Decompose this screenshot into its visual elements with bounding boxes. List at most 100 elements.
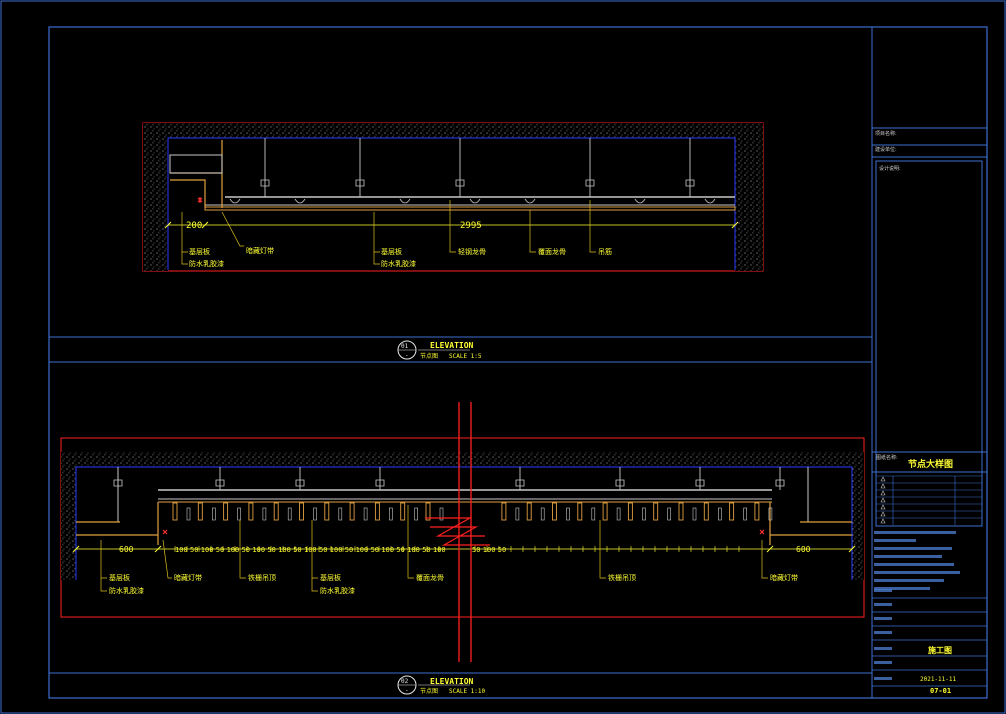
dim-repeat-value: 50 [216, 546, 224, 554]
grille-slat-back [338, 507, 343, 521]
grille-slat [754, 502, 760, 521]
revision-triangle-icon [880, 511, 886, 517]
cover-clip [399, 198, 411, 204]
titleblock-field-label [874, 631, 892, 634]
hangers-01 [229, 138, 716, 204]
note-text-bar [874, 579, 944, 582]
dim-left-600: 600 [119, 545, 134, 554]
grille-slat-back [515, 507, 520, 521]
grille-slat [627, 502, 633, 521]
view-sub-02: - [405, 687, 409, 694]
void-outline-01 [167, 137, 736, 270]
grille-slat [425, 502, 431, 521]
label-base-board-mid-02: 基层板 [320, 573, 341, 582]
label-base-board-mid-01: 基层板 [381, 247, 402, 256]
revision-triangle-icon [880, 518, 886, 524]
grille-slat [197, 502, 203, 521]
hanger-clip [775, 479, 785, 487]
label-base-board-02: 基层板 [109, 573, 130, 582]
titleblock-field-label [874, 661, 892, 664]
cover-clip [229, 198, 241, 204]
hanger-clip [215, 479, 225, 487]
revision-table [876, 475, 982, 525]
note-text-bar [874, 531, 956, 534]
break-symbol [425, 517, 490, 546]
titleblock-field-label [874, 647, 892, 650]
titleblock-field-label [874, 603, 892, 606]
view-title-02: 02 - ELEVATION 节点图 SCALE 1:10 [48, 672, 873, 699]
note-text-bar [874, 539, 916, 542]
elevation-01: 200 2995 基层板 防水乳胶漆 暗藏灯带 基层板 防水乳胶漆 轻钢龙骨 覆… [142, 122, 764, 272]
dim-repeat-value: 50 [190, 546, 198, 554]
label-grille-left-02: 铁栅吊顶 [248, 573, 276, 582]
cover-clip [469, 198, 481, 204]
view-number-02: 02 [401, 678, 409, 685]
hanger-clip [455, 179, 465, 187]
titleblock-field-label [874, 589, 892, 592]
wall-left-01 [143, 123, 168, 271]
hanger-clip [685, 179, 695, 187]
grille-slat [324, 502, 330, 521]
note-text-bar [874, 563, 954, 566]
view-number-01: 01 [401, 343, 409, 350]
grille-slat-back [186, 507, 191, 521]
tb-client-label: 建设单位: [875, 146, 897, 153]
dim-repeat-value: 50 [422, 546, 430, 554]
grille-slat [248, 502, 254, 521]
titleblock-field-label [874, 617, 892, 620]
dim-repeat-value: 50 [498, 546, 506, 554]
label-keel-01: 轻钢龙骨 [458, 247, 486, 256]
dim-repeat-value: 50 [396, 546, 404, 554]
dim-repeat-value: 100 [483, 546, 496, 554]
grille-slat [501, 502, 507, 521]
label-hanger-01: 吊筋 [598, 247, 612, 256]
notes-text-blocks [874, 531, 960, 590]
dim-ticks-01 [164, 221, 739, 229]
ceiling-board-01 [204, 206, 736, 211]
dim-repeat-value: 100 [227, 546, 240, 554]
revision-triangle-icon [880, 504, 886, 510]
label-light-right-02: 暗藏灯带 [770, 573, 798, 582]
view-type-01: ELEVATION [430, 341, 474, 350]
label-grille-right-02: 铁栅吊顶 [608, 573, 636, 582]
grille-slats-02 [172, 502, 773, 521]
lamp-icon-left-02 [162, 529, 168, 535]
dim-repeat-value: 50 [293, 546, 301, 554]
note-text-bar [874, 587, 930, 590]
view-scale-02: SCALE 1:10 [449, 688, 486, 695]
grille-slat [526, 502, 532, 521]
slab-01 [143, 123, 763, 138]
grille-slat-back [414, 507, 419, 521]
dim-tick [72, 545, 80, 553]
label-latex-mid-01: 防水乳胶漆 [381, 259, 416, 268]
view-scale-01: SCALE 1:5 [449, 353, 482, 360]
grille-slat-back [566, 507, 570, 521]
dim-repeat-value: 100 [252, 546, 265, 554]
grille-slat [678, 502, 684, 521]
grille-slat-back [717, 507, 722, 521]
dim-repeat-value: 50 [267, 546, 275, 554]
dim-tick [848, 545, 856, 553]
hanger-clip [695, 479, 705, 487]
grille-slat-back [743, 507, 747, 521]
void-outline-02 [75, 466, 853, 580]
dim-ticks-02 [72, 545, 856, 553]
view-type-02: ELEVATION [430, 677, 474, 686]
dim-repeat-value: 50 [472, 546, 480, 554]
label-base-board-01: 基层板 [189, 247, 210, 256]
trough-box-01 [169, 154, 223, 174]
hanger-clip [113, 479, 123, 487]
leaders-02 [100, 505, 768, 592]
dim-tick [731, 221, 739, 229]
wall-left-02 [61, 452, 76, 580]
dim-tick [154, 545, 162, 553]
note-text-bar [874, 571, 960, 574]
grille-slat [602, 502, 608, 521]
grille-slat [703, 502, 709, 521]
light-trough-right-02 [769, 502, 852, 545]
light-trough-left-02 [76, 502, 159, 545]
grille-slat [273, 502, 279, 521]
dim-repeat-value: 50 [371, 546, 379, 554]
grille-slat-back [439, 507, 444, 521]
